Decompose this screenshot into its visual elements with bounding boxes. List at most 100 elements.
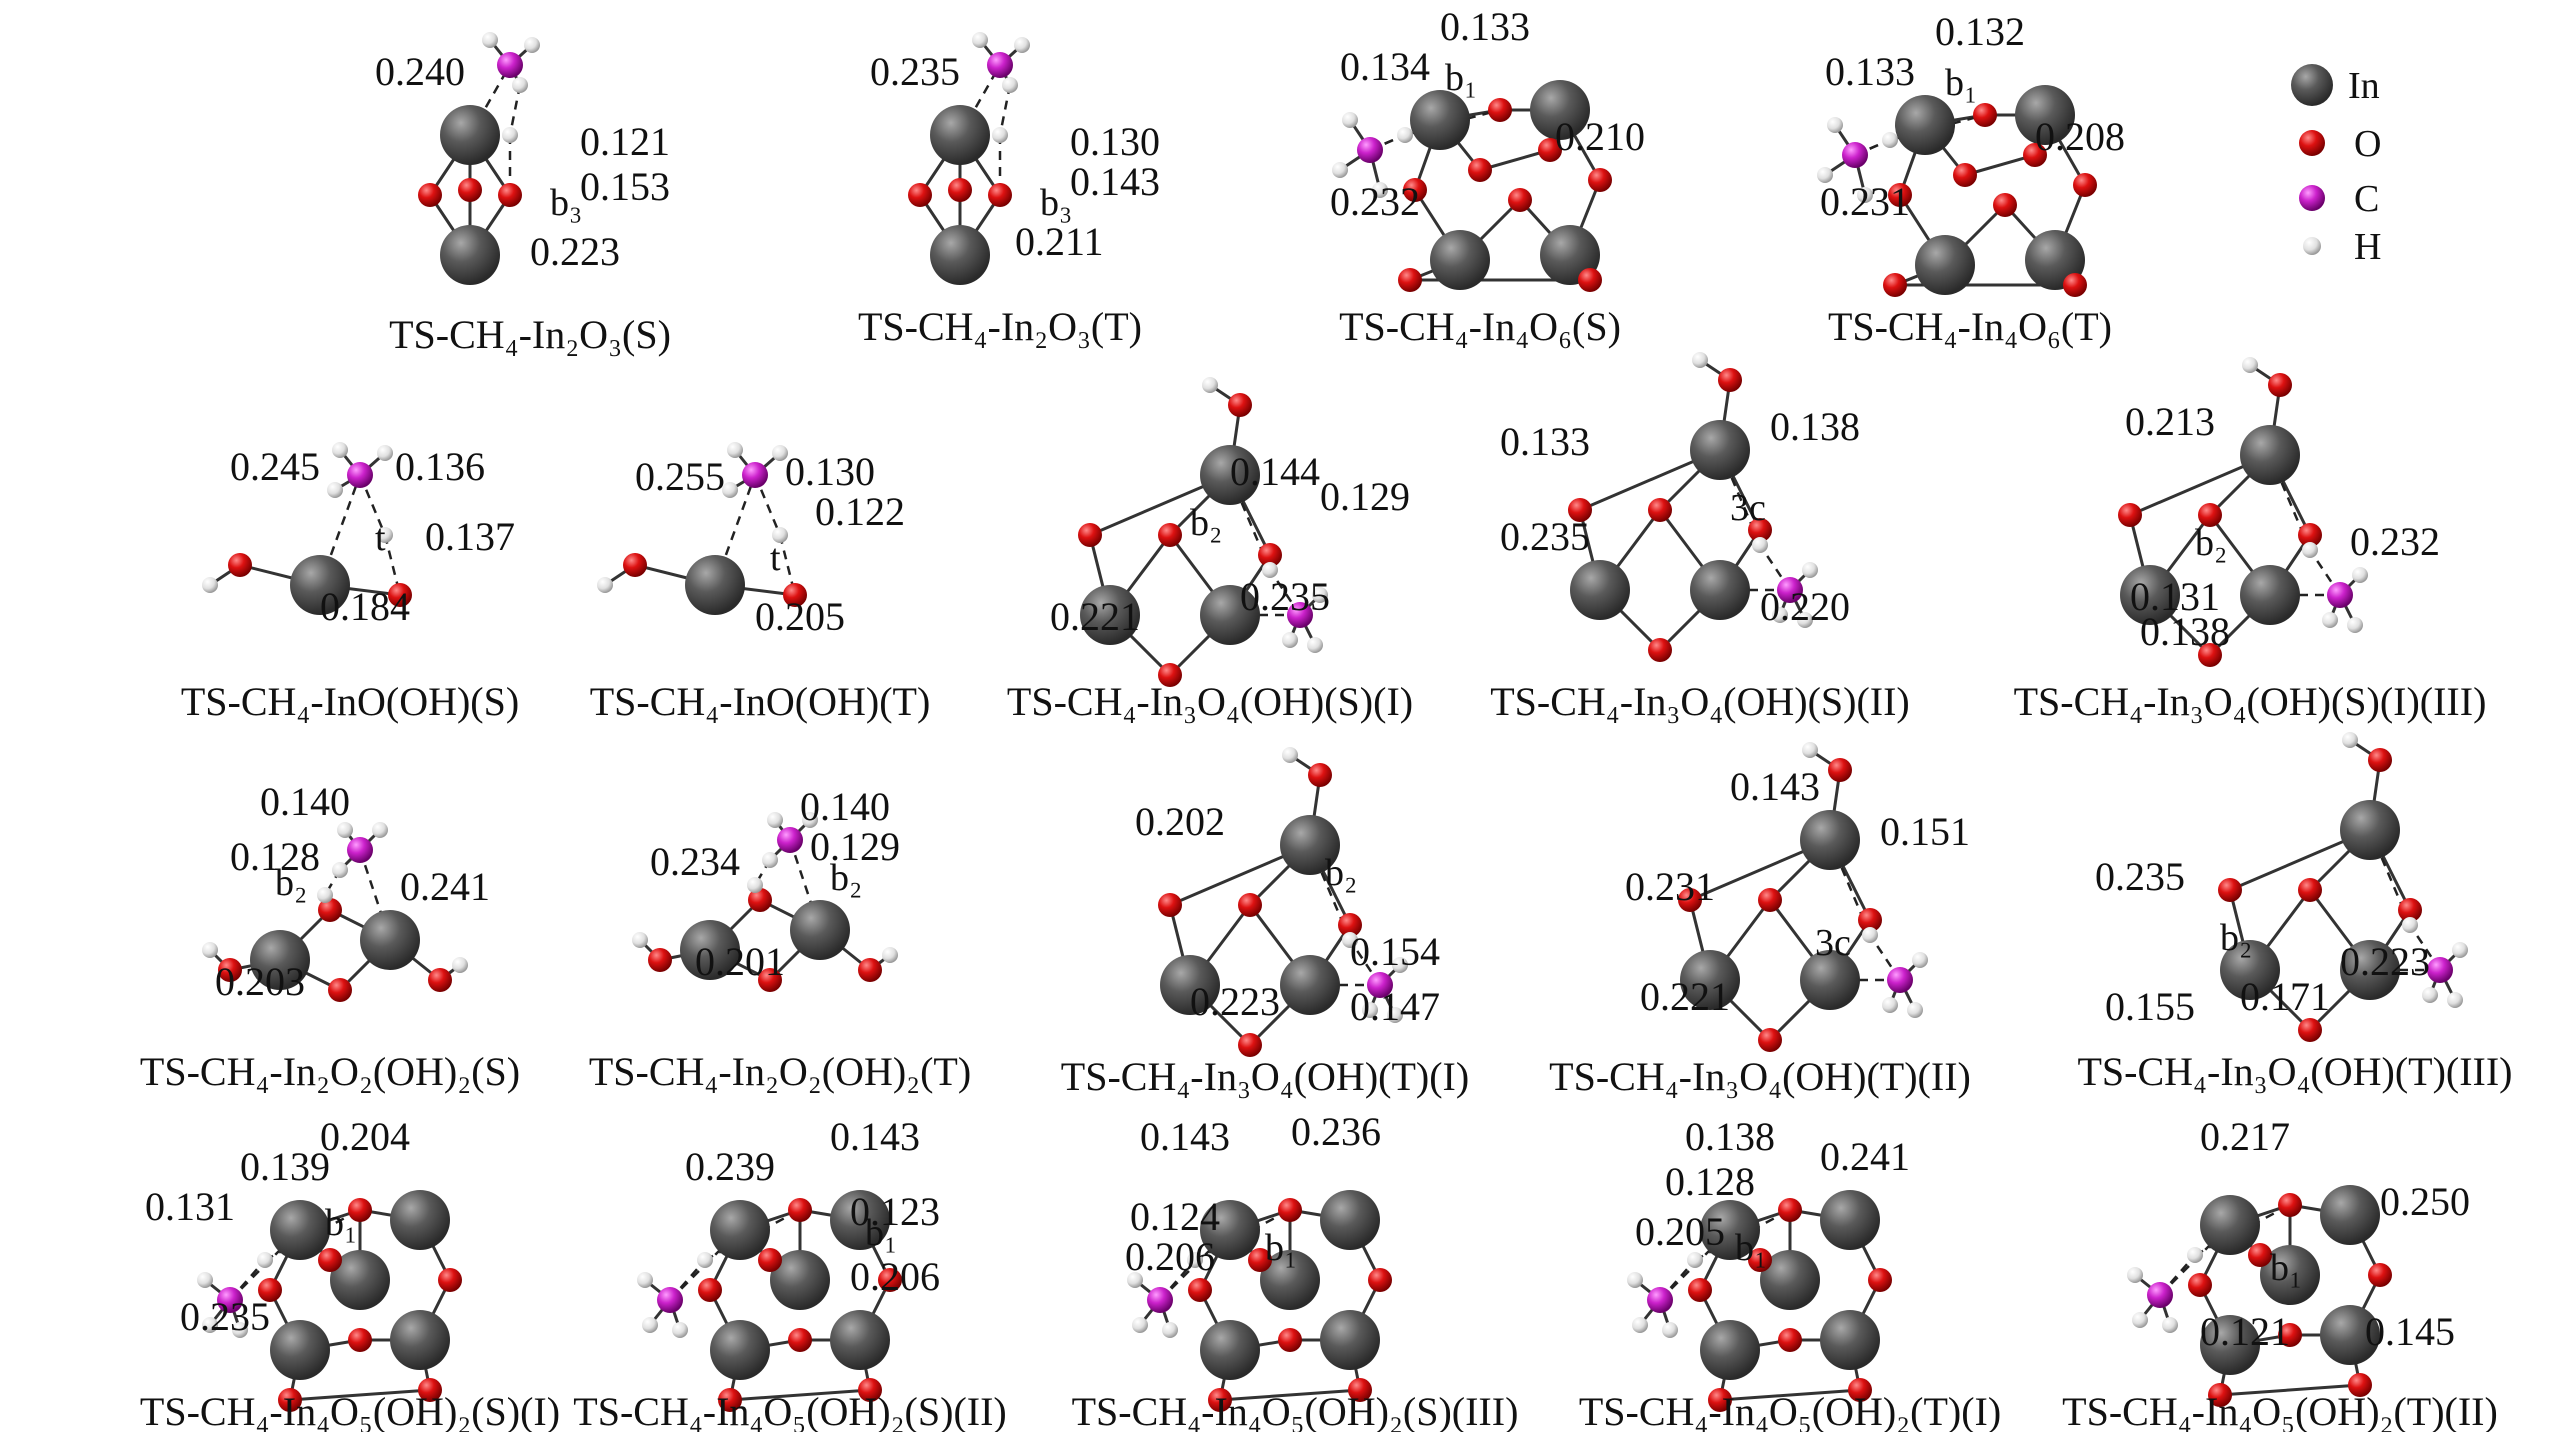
indium-atom xyxy=(2240,425,2300,485)
oxygen-atom xyxy=(1718,368,1742,392)
oxygen-atom xyxy=(1403,178,1427,202)
indium-atom xyxy=(1200,585,1260,645)
bond-distance-label: 0.139 xyxy=(240,1144,330,1189)
indium-atom xyxy=(1680,950,1740,1010)
hydrogen-atom xyxy=(197,1272,213,1288)
bond-distance-label: 0.145 xyxy=(2365,1309,2455,1354)
active-site-label: b₂ xyxy=(1325,852,1357,894)
hydrogen-atom xyxy=(2447,992,2463,1008)
bond-distance-label: 0.140 xyxy=(800,784,890,829)
oxygen-atom xyxy=(1868,1268,1892,1292)
indium-atom xyxy=(930,225,990,285)
legend-label-h: H xyxy=(2354,226,2381,268)
indium-atom xyxy=(2200,1315,2260,1375)
oxygen-atom xyxy=(2208,1383,2232,1407)
oxygen-atom xyxy=(2198,643,2222,667)
active-site-label: b₁ xyxy=(865,1212,897,1254)
indium-atom xyxy=(330,1250,390,1310)
carbon-atom-icon xyxy=(2299,185,2325,211)
carbon-atom xyxy=(1777,577,1803,603)
bond-distance-label: 0.121 xyxy=(2200,1309,2290,1354)
indium-atom xyxy=(1410,90,1470,150)
oxygen-atom xyxy=(1248,1248,1272,1272)
indium-atom xyxy=(2340,940,2400,1000)
oxygen-atom xyxy=(2118,503,2142,527)
indium-atom xyxy=(250,930,310,990)
indium-atom xyxy=(290,555,350,615)
oxygen-atom xyxy=(318,1248,342,1272)
hydrogen-atom xyxy=(1907,1002,1923,1018)
active-site-label: b₁ xyxy=(1735,1227,1767,1269)
panel-caption: TS-CH₄-In₂O₂(OH)₂(S) xyxy=(140,1049,520,1094)
bond-distance-label: 0.232 xyxy=(2350,519,2440,564)
oxygen-atom xyxy=(458,178,482,202)
hydrogen-atom xyxy=(1632,1317,1648,1333)
hydrogen-atom xyxy=(372,822,388,838)
bond-distance-label: 0.128 xyxy=(230,834,320,879)
indium-atom xyxy=(1200,445,1260,505)
indium-atom xyxy=(2320,1305,2380,1365)
hydrogen-atom xyxy=(317,887,333,903)
panel-caption: TS-CH₄-In₄O₅(OH)₂(T)(I) xyxy=(1579,1389,2001,1432)
oxygen-atom xyxy=(418,1378,442,1402)
hydrogen-atom xyxy=(772,527,788,543)
hydrogen-atom xyxy=(1912,952,1928,968)
oxygen-atom xyxy=(1588,168,1612,192)
oxygen-atom xyxy=(1398,268,1422,292)
bond-distance-label: 0.205 xyxy=(1635,1209,1725,1254)
hydrogen-atom xyxy=(1857,187,1873,203)
oxygen-atom xyxy=(418,183,442,207)
oxygen-atom xyxy=(948,178,972,202)
legend: In O C H xyxy=(2291,64,2381,268)
hydrogen-atom xyxy=(1262,562,1278,578)
panel-caption: TS-CH₄-In₄O₅(OH)₂(S)(III) xyxy=(1072,1389,1519,1432)
oxygen-atom xyxy=(1648,638,1672,662)
legend-label-o: O xyxy=(2354,123,2381,165)
active-site-label: b₂ xyxy=(2195,522,2227,564)
indium-atom xyxy=(1800,950,1860,1010)
panel-caption: TS-CH₄-In₄O₆(T) xyxy=(1828,304,2112,349)
oxygen-atom xyxy=(2278,1323,2302,1347)
indium-atom xyxy=(1320,1190,1380,1250)
indium-atom xyxy=(2260,1245,2320,1305)
oxygen-atom xyxy=(1508,188,1532,212)
panel-caption: TS-CH₄-In₃O₄(OH)(S)(II) xyxy=(1490,679,1910,724)
hydrogen-atom xyxy=(1862,927,1878,943)
bond-distance-label: 0.132 xyxy=(1935,9,2025,54)
oxygen-atom xyxy=(2188,1273,2212,1297)
hydrogen-atom xyxy=(1362,1002,1378,1018)
oxygen-atom xyxy=(348,1198,372,1222)
hydrogen-atom xyxy=(722,482,738,498)
structure-panel: 0.1430.1510.2310.2213cTS-CH₄-In₃O₄(OH)(T… xyxy=(1549,742,1971,1099)
bond-distance-label: 0.241 xyxy=(1820,1134,1910,1179)
hydrogen-atom xyxy=(1162,1322,1178,1338)
hydrogen-atom xyxy=(452,957,468,973)
active-site-label: t xyxy=(375,517,386,559)
hydrogen-atom xyxy=(882,947,898,963)
hydrogen-atom xyxy=(1802,562,1818,578)
hydrogen-atom xyxy=(524,37,540,53)
bond-distance-label: 0.138 xyxy=(2140,609,2230,654)
hydrogen-atom xyxy=(972,32,988,48)
hydrogen-atom xyxy=(202,577,218,593)
oxygen-atom xyxy=(1228,393,1252,417)
oxygen-atom xyxy=(428,968,452,992)
indium-atom xyxy=(2340,800,2400,860)
hydrogen-atom xyxy=(337,822,353,838)
hydrogen-atom xyxy=(1817,167,1833,183)
hydrogen-atom xyxy=(1282,747,1298,763)
carbon-atom xyxy=(2427,957,2453,983)
structure-panel: 0.1400.1290.2340.201b₂TS-CH₄-In₂O₂(OH)₂(… xyxy=(589,784,971,1094)
hydrogen-atom xyxy=(2127,1267,2143,1283)
oxygen-atom xyxy=(1278,1328,1302,1352)
bond-distance-label: 0.236 xyxy=(1291,1109,1381,1154)
bond-distance-label: 0.201 xyxy=(695,939,785,984)
indium-atom xyxy=(360,910,420,970)
bond-line xyxy=(289,1388,431,1402)
hydrogen-atom xyxy=(2132,1312,2148,1328)
